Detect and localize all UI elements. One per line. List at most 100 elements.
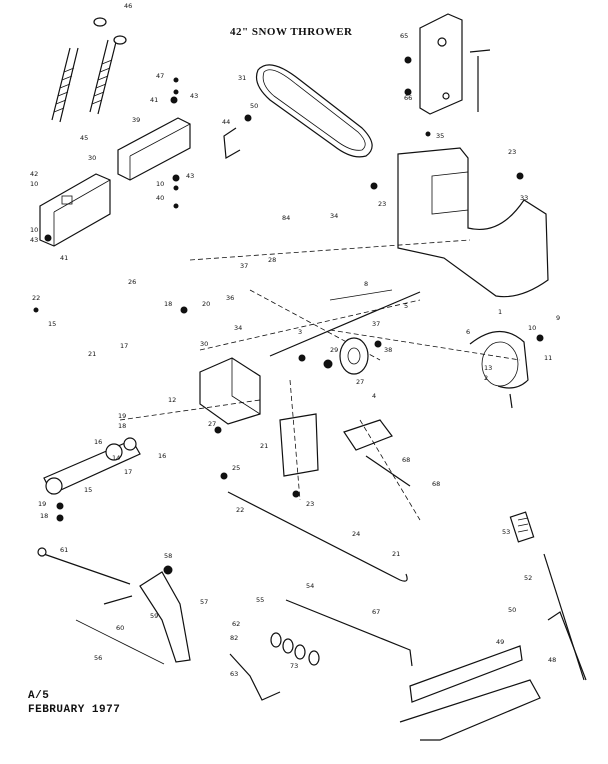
part-number-12: 12 [168,396,176,404]
part-number-30b: 30 [200,340,208,348]
part-number-3: 3 [298,328,302,336]
part-number-37b: 37 [372,320,380,328]
part-number-36: 36 [226,294,234,302]
part-number-55: 55 [256,596,264,604]
part-number-22b: 22 [236,506,244,514]
part-number-68: 68 [402,456,410,464]
part-number-31: 31 [238,74,246,82]
diagram-title: 42" SNOW THROWER [230,26,353,38]
part-number-21b: 21 [260,442,268,450]
impeller-disc [469,330,529,409]
assembly-lines [119,239,521,521]
part-number-27a: 27 [356,378,364,386]
part-number-42: 42 [30,170,38,178]
part-number-13: 13 [484,364,492,372]
part-number-39: 39 [132,116,140,124]
part-number-46: 46 [124,2,132,10]
handle-clip [223,127,241,159]
part-number-61: 61 [60,546,68,554]
handle-grip [509,511,535,543]
part-number-68b: 68 [432,480,440,488]
washer-stack [270,632,320,666]
drive-belt [255,64,373,158]
part-number-41a: 41 [150,96,158,104]
part-number-43a: 43 [190,92,198,100]
part-number-44: 44 [222,118,230,126]
part-number-11: 11 [544,354,552,362]
part-number-58: 58 [164,552,172,560]
part-number-21a: 21 [88,350,96,358]
part-number-65: 65 [400,32,408,40]
part-number-43c: 43 [30,236,38,244]
part-number-54: 54 [306,582,314,590]
part-number-84: 84 [282,214,290,222]
mounting-bracket [419,13,491,115]
skid-frame [399,611,587,741]
control-rod-24 [227,491,408,582]
part-number-19b: 19 [38,500,46,508]
part-number-23c: 23 [306,500,314,508]
shift-lever [37,547,191,663]
part-number-17: 17 [120,342,128,350]
part-number-18b: 18 [118,422,126,430]
part-number-43b: 43 [186,172,194,180]
part-number-10c: 10 [30,226,38,234]
part-number-33: 33 [520,194,528,202]
part-number-23b: 23 [378,200,386,208]
part-number-38: 38 [384,346,392,354]
part-number-14: 14 [112,454,120,462]
pulley [323,337,369,375]
part-number-18c: 18 [40,512,48,520]
part-number-67: 67 [372,608,380,616]
fasteners [33,56,544,575]
part-number-4: 4 [372,392,376,400]
part-number-50a: 50 [250,102,258,110]
part-number-34a: 34 [330,212,338,220]
part-number-5: 5 [404,302,408,310]
part-number-63: 63 [230,670,238,678]
part-number-30: 30 [88,154,96,162]
part-number-22a: 22 [32,294,40,302]
part-number-50b: 50 [508,606,516,614]
part-number-29: 29 [330,346,338,354]
auger-frame [199,357,393,477]
part-number-34b: 34 [234,324,242,332]
part-number-82: 82 [230,634,238,642]
footer-code: A/5 [28,690,50,702]
part-number-15a: 15 [48,320,56,328]
part-number-62: 62 [232,620,240,628]
footer-date: FEBRUARY 1977 [28,704,121,716]
part-number-8: 8 [364,280,368,288]
spring-pair [51,17,127,123]
part-number-16b: 16 [158,452,166,460]
part-number-10d: 10 [528,324,536,332]
gear-housing [397,147,549,298]
reference-line [75,619,165,665]
chute-hood [117,117,191,181]
part-number-56: 56 [94,654,102,662]
drive-shaft [269,291,421,357]
part-number-6: 6 [466,328,470,336]
crank-arm [229,653,281,701]
control-rod-68 [365,455,411,487]
part-number-66: 66 [404,94,412,102]
part-number-17b: 17 [124,468,132,476]
part-number-23a: 23 [508,148,516,156]
part-number-10a: 10 [30,180,38,188]
part-number-28: 28 [268,256,276,264]
universal-joint [43,437,141,495]
part-number-40: 40 [156,194,164,202]
part-number-16a: 16 [94,438,102,446]
shaft-line [329,289,393,301]
part-number-26: 26 [128,278,136,286]
part-number-73: 73 [290,662,298,670]
part-number-10b: 10 [156,180,164,188]
part-number-15b: 15 [84,486,92,494]
linkage-rod-67 [285,599,413,667]
part-number-47: 47 [156,72,164,80]
part-number-57: 57 [200,598,208,606]
part-number-37a: 37 [240,262,248,270]
part-number-59: 59 [150,612,158,620]
